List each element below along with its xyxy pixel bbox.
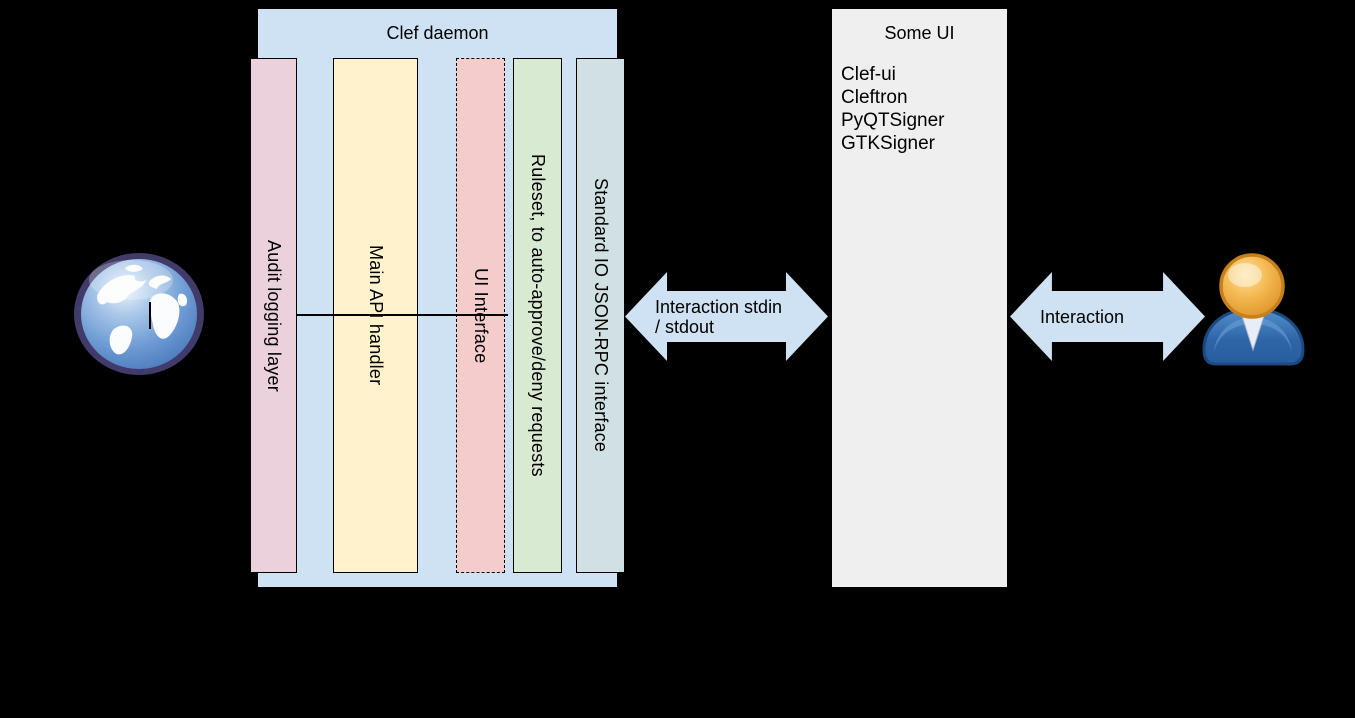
some-ui-list: Clef-ui Cleftron PyQTSigner GTKSigner: [841, 63, 944, 155]
some-ui-title: Some UI: [884, 23, 955, 43]
layer-stdio-jsonrpc: Standard IO JSON-RPC interface: [576, 58, 625, 573]
some-ui-container: Some UI Clef-ui Cleftron PyQTSigner GTKS…: [832, 9, 1007, 587]
layer-stdio-jsonrpc-label: Standard IO JSON-RPC interface: [591, 178, 611, 453]
globe-connector-tick: [149, 302, 151, 329]
layers-connector-line: [297, 314, 508, 316]
globe-icon: [74, 253, 204, 375]
arrow-interaction: Interaction: [1010, 272, 1205, 361]
arrow-stdin-stdout: Interaction stdin / stdout: [625, 272, 828, 361]
arrow-stdin-stdout-label-line2: / stdout: [655, 316, 715, 337]
layer-ruleset-label: Ruleset, to auto-approve/deny requests: [528, 154, 548, 477]
some-ui-item-gtksigner: GTKSigner: [841, 133, 935, 154]
layer-ruleset: Ruleset, to auto-approve/deny requests: [513, 58, 562, 573]
arrow-interaction-label: Interaction: [1040, 306, 1125, 327]
user-icon: [1202, 253, 1305, 366]
some-ui-item-cleftron: Cleftron: [841, 87, 908, 108]
layer-audit-logging-label: Audit logging layer: [264, 239, 284, 392]
some-ui-item-pyqtsigner: PyQTSigner: [841, 110, 945, 131]
some-ui-item-clef-ui: Clef-ui: [841, 64, 896, 85]
clef-daemon-container: Clef daemon: [258, 9, 617, 587]
layer-audit-logging: Audit logging layer: [250, 58, 297, 573]
arrow-stdin-stdout-label-line1: Interaction stdin: [655, 296, 783, 317]
clef-daemon-title: Clef daemon: [386, 23, 489, 43]
